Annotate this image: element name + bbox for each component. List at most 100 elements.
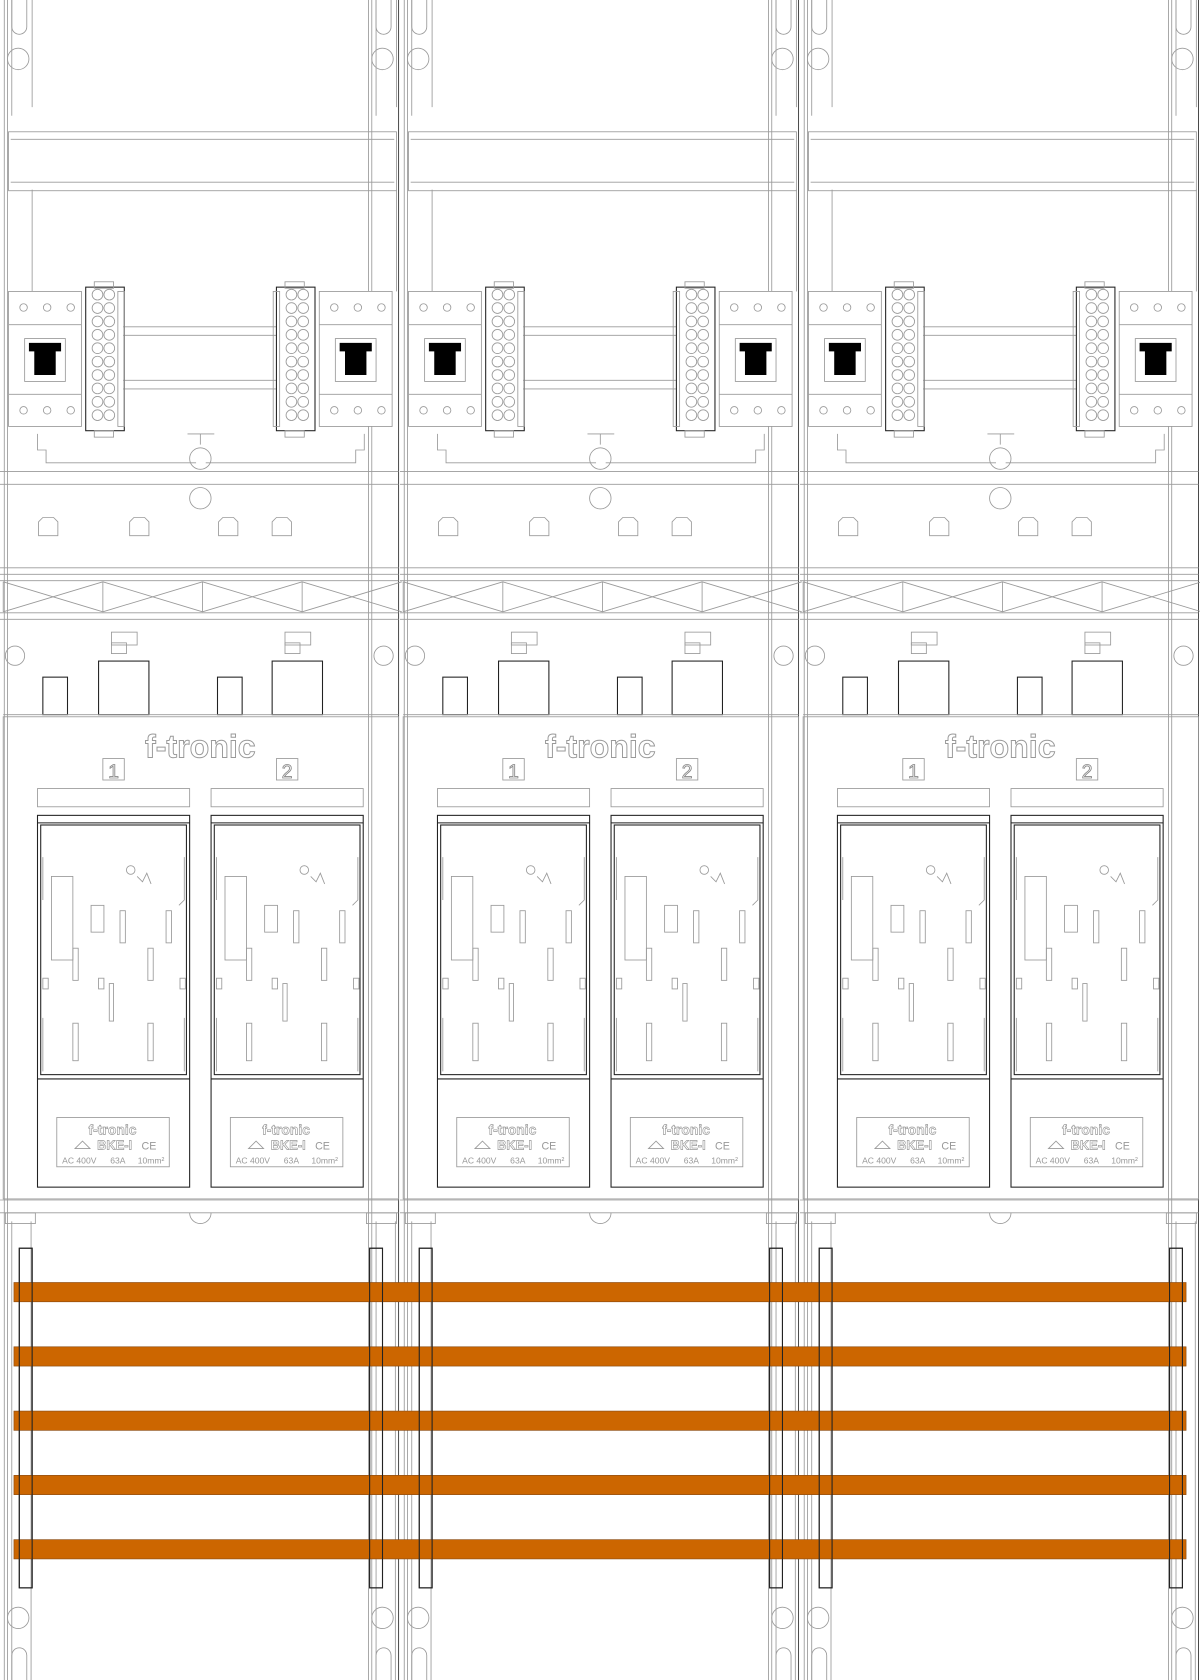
meter-mount	[1010, 814, 1164, 1188]
screw-icon	[466, 406, 475, 415]
terminal-icon	[91, 329, 104, 341]
screw-icon	[377, 303, 386, 312]
warning-icon	[247, 1140, 265, 1149]
terminal-icon	[297, 302, 309, 314]
mount-details	[842, 857, 986, 1072]
nameplate	[229, 1117, 344, 1168]
meter-window	[840, 824, 987, 1076]
socket-icon	[838, 517, 859, 537]
nameplate-model: BKE-I	[97, 1138, 132, 1153]
slot-icon	[811, 1647, 828, 1680]
meter-mount	[436, 814, 591, 1188]
terminal-icon	[1085, 382, 1098, 395]
busbar	[13, 1539, 1187, 1560]
terminal-icon	[103, 382, 116, 395]
slot-icon	[375, 1647, 392, 1680]
terminal-icon	[697, 288, 709, 301]
terminal-icon	[491, 409, 504, 421]
slot-icon	[811, 0, 828, 35]
terminal-icon	[903, 288, 915, 301]
slot-icon	[1175, 0, 1192, 35]
terminal-icon	[297, 382, 309, 395]
meter-mount	[836, 814, 991, 1188]
socket-icon	[271, 517, 292, 537]
slot-number-box	[275, 758, 299, 781]
terminal-icon	[297, 409, 309, 421]
nameplate-current: 63A	[510, 1156, 526, 1166]
terminal-icon	[903, 382, 915, 395]
slot-number: 2	[1082, 762, 1093, 783]
mounting-hole-icon	[7, 47, 30, 71]
terminal-icon	[685, 329, 698, 341]
label-strip	[437, 788, 591, 808]
mounting-hole-icon	[804, 645, 825, 666]
busbar	[13, 1282, 1187, 1303]
terminal-icon	[297, 315, 309, 328]
terminal-icon	[91, 315, 104, 328]
nameplate-brand: f-tronic	[662, 1122, 710, 1138]
mounting-hole-icon	[589, 447, 612, 470]
ce-mark: CE	[715, 1141, 730, 1153]
terminal-icon	[91, 355, 104, 368]
mounting-hole-icon	[773, 645, 794, 666]
screw-icon	[1130, 406, 1139, 415]
ce-mark: CE	[1115, 1141, 1130, 1153]
nameplate-cross-section: 10mm²	[138, 1156, 165, 1166]
screw-icon	[730, 406, 739, 415]
mounting-rail	[368, 0, 397, 1680]
slot-number: 2	[282, 762, 293, 783]
terminal-icon	[1085, 288, 1098, 301]
terminal-icon	[697, 396, 709, 408]
terminal-icon	[697, 342, 709, 354]
busbar-holder	[1169, 1247, 1183, 1589]
screw-icon	[866, 406, 875, 415]
warning-icon	[647, 1140, 665, 1149]
meter-window	[40, 824, 187, 1076]
terminal-strip	[485, 281, 525, 438]
terminal-icon	[91, 288, 104, 301]
terminal-icon	[503, 342, 516, 354]
terminal-icon	[285, 369, 298, 381]
mounting-hole-icon	[371, 1606, 394, 1629]
terminal-icon	[285, 288, 298, 301]
meter-window	[1134, 338, 1177, 382]
busbar-section	[399, 1199, 799, 1589]
mounting-hole-icon	[7, 1606, 30, 1629]
nameplate-voltage: AC 400V	[236, 1156, 271, 1166]
connector-icon	[828, 342, 861, 375]
mounting-hole-icon	[189, 1212, 212, 1224]
mounting-hole-icon	[1173, 645, 1194, 666]
mounting-hole-icon	[989, 487, 1012, 510]
terminal-icon	[503, 369, 516, 381]
screw-icon	[330, 406, 339, 415]
nameplate-cross-section: 10mm²	[1111, 1156, 1138, 1166]
terminal-icon	[103, 409, 116, 421]
cover-strip	[399, 487, 799, 575]
terminal-strip	[272, 281, 316, 438]
ce-mark: CE	[541, 1141, 556, 1153]
screw-icon	[419, 303, 428, 312]
terminal-icon	[91, 382, 104, 395]
meter-mount	[610, 814, 764, 1188]
mounting-hole-icon	[989, 1212, 1012, 1224]
screw-icon	[42, 303, 52, 312]
terminal-icon	[491, 329, 504, 341]
bracket	[399, 433, 799, 485]
terminal-icon	[503, 302, 516, 314]
terminal-icon	[103, 315, 116, 328]
connector-icon	[339, 342, 372, 375]
terminal-icon	[1085, 342, 1098, 354]
nameplate-model: BKE-I	[1071, 1138, 1106, 1153]
nameplate	[56, 1117, 170, 1168]
nameplate-voltage: AC 400V	[862, 1156, 897, 1166]
busbar-holder	[769, 1247, 783, 1589]
din-rail-top	[408, 131, 797, 192]
screw-icon	[1153, 303, 1162, 312]
connector-icon	[1139, 342, 1172, 375]
terminal-icon	[891, 382, 904, 395]
terminal-icon	[491, 396, 504, 408]
busbar	[13, 1346, 1187, 1367]
meter-terminal-block	[718, 291, 793, 427]
